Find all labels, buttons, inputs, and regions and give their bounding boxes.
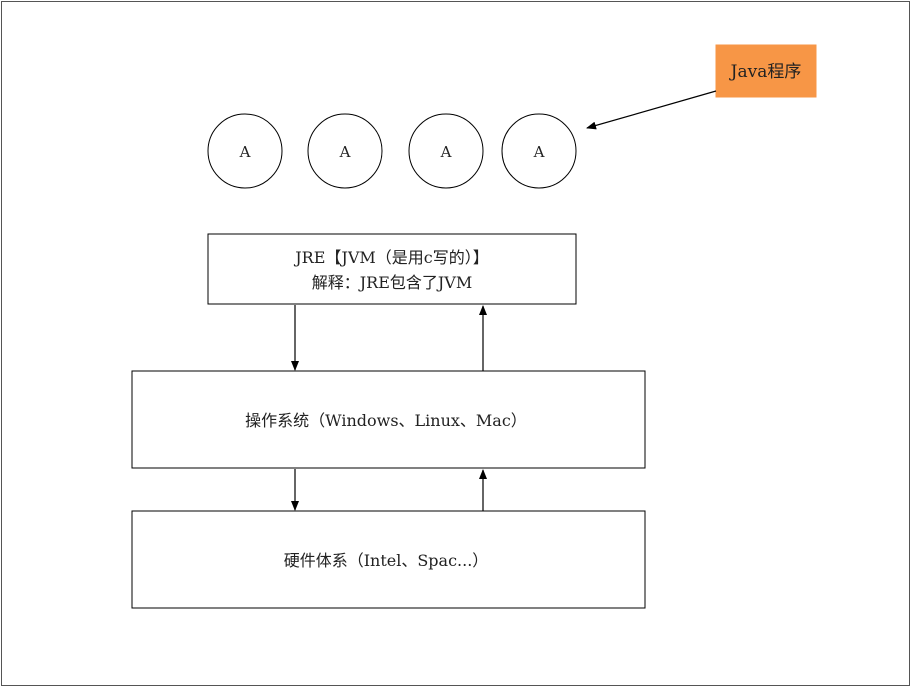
os-box [131, 370, 646, 469]
object-circle [501, 113, 577, 189]
os-label: 操作系统（Windows、Linux、Mac） [245, 411, 527, 430]
java-program-box [715, 44, 817, 98]
object-label: A [239, 143, 251, 161]
object-circle [207, 113, 283, 189]
jre-description: 解释：JRE包含了JVM [312, 273, 473, 292]
object-label: A [339, 143, 351, 161]
object-node: A [307, 113, 383, 189]
java-program-label: Java程序 [729, 62, 802, 82]
jre-box [207, 233, 577, 305]
object-circle [307, 113, 383, 189]
object-label: A [533, 143, 545, 161]
hardware-box [131, 510, 646, 609]
object-label: A [440, 143, 452, 161]
jre-title: JRE【JVM（是用c写的）】 [293, 248, 488, 267]
java-program-node: Java程序 [715, 44, 817, 98]
object-node: A [408, 113, 484, 189]
jre-node: JRE【JVM（是用c写的）】 解释：JRE包含了JVM [207, 233, 577, 305]
object-node: A [501, 113, 577, 189]
hardware-node: 硬件体系（Intel、Spac...） [131, 510, 646, 609]
object-circles: A A A A [207, 113, 577, 189]
java-to-objects-arrow [586, 90, 717, 130]
hardware-label: 硬件体系（Intel、Spac...） [284, 551, 489, 570]
os-node: 操作系统（Windows、Linux、Mac） [131, 370, 646, 469]
object-node: A [207, 113, 283, 189]
object-circle [408, 113, 484, 189]
